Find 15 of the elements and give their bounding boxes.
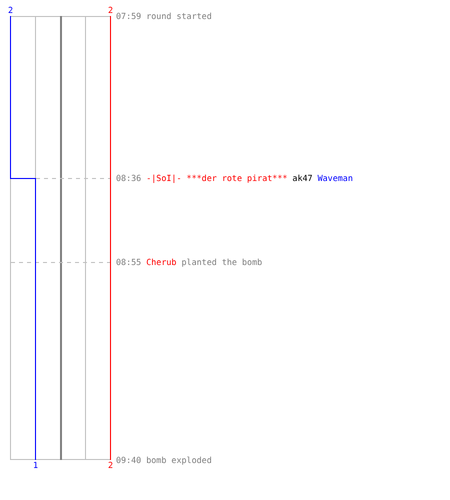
weapon-name: ak47 bbox=[292, 173, 313, 183]
player-name: Waveman bbox=[318, 173, 353, 183]
time-label: 07:59 bbox=[116, 11, 142, 21]
event-text: planted the bomb bbox=[181, 257, 262, 267]
team-count: 2 bbox=[8, 5, 14, 15]
time-label: 09:40 bbox=[116, 455, 142, 465]
time-label: 08:36 bbox=[116, 173, 142, 183]
team-count: 1 bbox=[32, 460, 38, 470]
time-label: 08:55 bbox=[116, 257, 142, 267]
event-text: round started bbox=[146, 11, 212, 21]
player-name: Cherub bbox=[146, 257, 176, 267]
player-name: -|SoI|- ***der rote pirat*** bbox=[146, 173, 288, 183]
event-text: bomb exploded bbox=[146, 455, 212, 465]
team-count: 2 bbox=[108, 460, 114, 470]
team-count: 2 bbox=[108, 5, 114, 15]
